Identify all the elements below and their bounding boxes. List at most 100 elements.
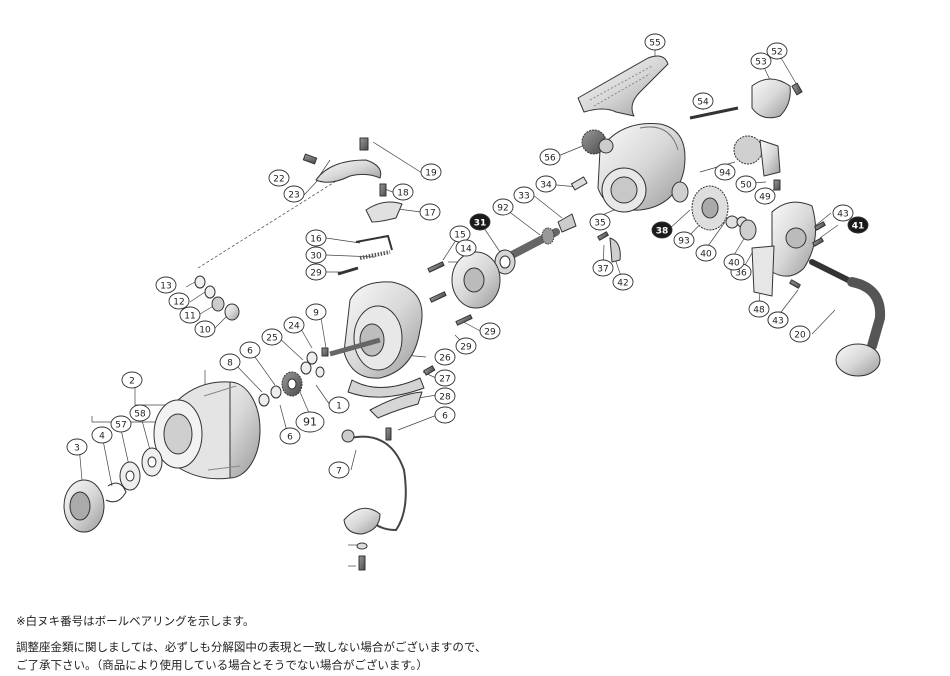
parts-drawing: [63, 55, 886, 571]
part-body: [597, 123, 686, 213]
callout-26-badge: [434, 348, 456, 366]
callout-41-badge: [847, 216, 869, 234]
part-53-side-cap: [751, 78, 791, 119]
callout-6-text: 6: [287, 433, 293, 443]
part-shaft: [329, 337, 381, 357]
callout-40-text: 40: [728, 259, 740, 269]
callout-15-text: 15: [454, 231, 465, 241]
callout-20-text: 20: [794, 331, 806, 341]
callout-91-text: 91: [303, 416, 317, 429]
callout-14-badge: [455, 239, 477, 257]
callout-24-badge: [283, 316, 305, 334]
callout-4: 4: [91, 426, 113, 444]
callout-49-badge: [754, 187, 776, 205]
callout-26: 26: [434, 348, 456, 366]
callout-50-badge: [735, 175, 757, 193]
part-24-rotor: [343, 281, 425, 398]
callout-41-text: 41: [852, 222, 865, 232]
callout-55-text: 55: [649, 39, 660, 49]
part-2-clip: [105, 482, 127, 503]
callout-17: 17: [419, 203, 441, 221]
callout-6-text: 6: [247, 347, 253, 357]
callout-34-text: 34: [540, 181, 552, 191]
part-40-washer: [725, 215, 739, 229]
callout-9-badge: [305, 303, 327, 321]
callout-43: 43: [767, 311, 789, 329]
callout-56-text: 56: [544, 154, 556, 164]
callout-29-badge: [479, 322, 501, 340]
callout-30-text: 30: [310, 252, 322, 262]
callout-22-badge: [268, 169, 290, 187]
callout-30: 30: [305, 246, 327, 264]
callout-33: 33: [513, 186, 535, 204]
callout-2: 2: [121, 371, 143, 389]
callout-55-badge: [644, 33, 666, 51]
callout-29-text: 29: [310, 269, 322, 279]
callout-17-text: 17: [424, 209, 435, 219]
callout-50-text: 50: [740, 181, 752, 191]
callout-3-badge: [66, 438, 88, 456]
callout-19: 19: [420, 163, 442, 181]
callout-16-text: 16: [310, 235, 322, 245]
part-12-collar: [224, 303, 240, 321]
part-line-roller-base: [343, 507, 381, 535]
part-42-plate: [751, 245, 775, 297]
callout-11: 11: [179, 306, 201, 324]
callout-33-text: 33: [518, 192, 529, 202]
callout-57-text: 57: [115, 421, 126, 431]
callout-12-badge: [168, 292, 190, 310]
part-52-screw: [791, 82, 803, 96]
part-38-bearing: [671, 181, 689, 203]
callout-36-text: 36: [735, 269, 747, 279]
callout-33-badge: [513, 186, 535, 204]
callout-35: 35: [589, 213, 611, 231]
callout-40: 40: [723, 253, 745, 271]
callout-43: 43: [832, 204, 854, 222]
callout-94-text: 94: [719, 169, 731, 179]
callout-8: 8: [219, 353, 241, 371]
callout-28: 28: [434, 387, 456, 405]
callout-18-badge: [392, 183, 414, 201]
callout-18-text: 18: [397, 189, 409, 199]
part-1-drag-knob: [63, 479, 105, 533]
callout-31-badge: [469, 213, 491, 231]
callout-93-text: 93: [678, 237, 689, 247]
callout-58-text: 58: [134, 410, 146, 420]
callout-91-badge: [295, 411, 325, 433]
callout-43-text: 43: [772, 317, 783, 327]
part-17-spring: [359, 250, 391, 260]
callout-18: 18: [392, 183, 414, 201]
callout-15: 15: [449, 225, 471, 243]
callout-6: 6: [434, 406, 456, 424]
callout-27: 27: [434, 369, 456, 387]
callout-34-badge: [535, 175, 557, 193]
callout-13-badge: [155, 276, 177, 294]
callout-29-badge: [305, 263, 327, 281]
callout-34: 34: [535, 175, 557, 193]
part-55-stem-cover: [577, 55, 669, 117]
callout-17-badge: [419, 203, 441, 221]
note-washer-2: ご了承下さい。（商品により使用している場合とそうでない場合がございます。）: [16, 658, 428, 672]
callout-22: 22: [268, 169, 290, 187]
callout-40-badge: [695, 244, 717, 262]
callout-4-badge: [91, 426, 113, 444]
callout-42-badge: [612, 273, 634, 291]
callout-7-badge: [328, 461, 350, 479]
callout-29: 29: [305, 263, 327, 281]
callout-53-badge: [750, 52, 772, 70]
callout-4-text: 4: [99, 432, 105, 442]
callout-43-badge: [832, 204, 854, 222]
part-41-bearing: [739, 219, 757, 241]
exploded-parts-diagram: 5552535456945049343392353138934043413637…: [63, 33, 886, 571]
callout-6-badge: [434, 406, 456, 424]
callout-9: 9: [305, 303, 327, 321]
callout-16: 16: [305, 229, 327, 247]
callout-1-text: 1: [336, 402, 342, 412]
callout-93: 93: [673, 231, 695, 249]
callout-52: 52: [766, 42, 788, 60]
callout-57-badge: [110, 415, 132, 433]
callout-2-text: 2: [129, 377, 135, 387]
callout-6-text: 6: [442, 412, 448, 422]
callout-29: 29: [455, 337, 477, 355]
part-92-pinion-gear: [506, 227, 560, 260]
